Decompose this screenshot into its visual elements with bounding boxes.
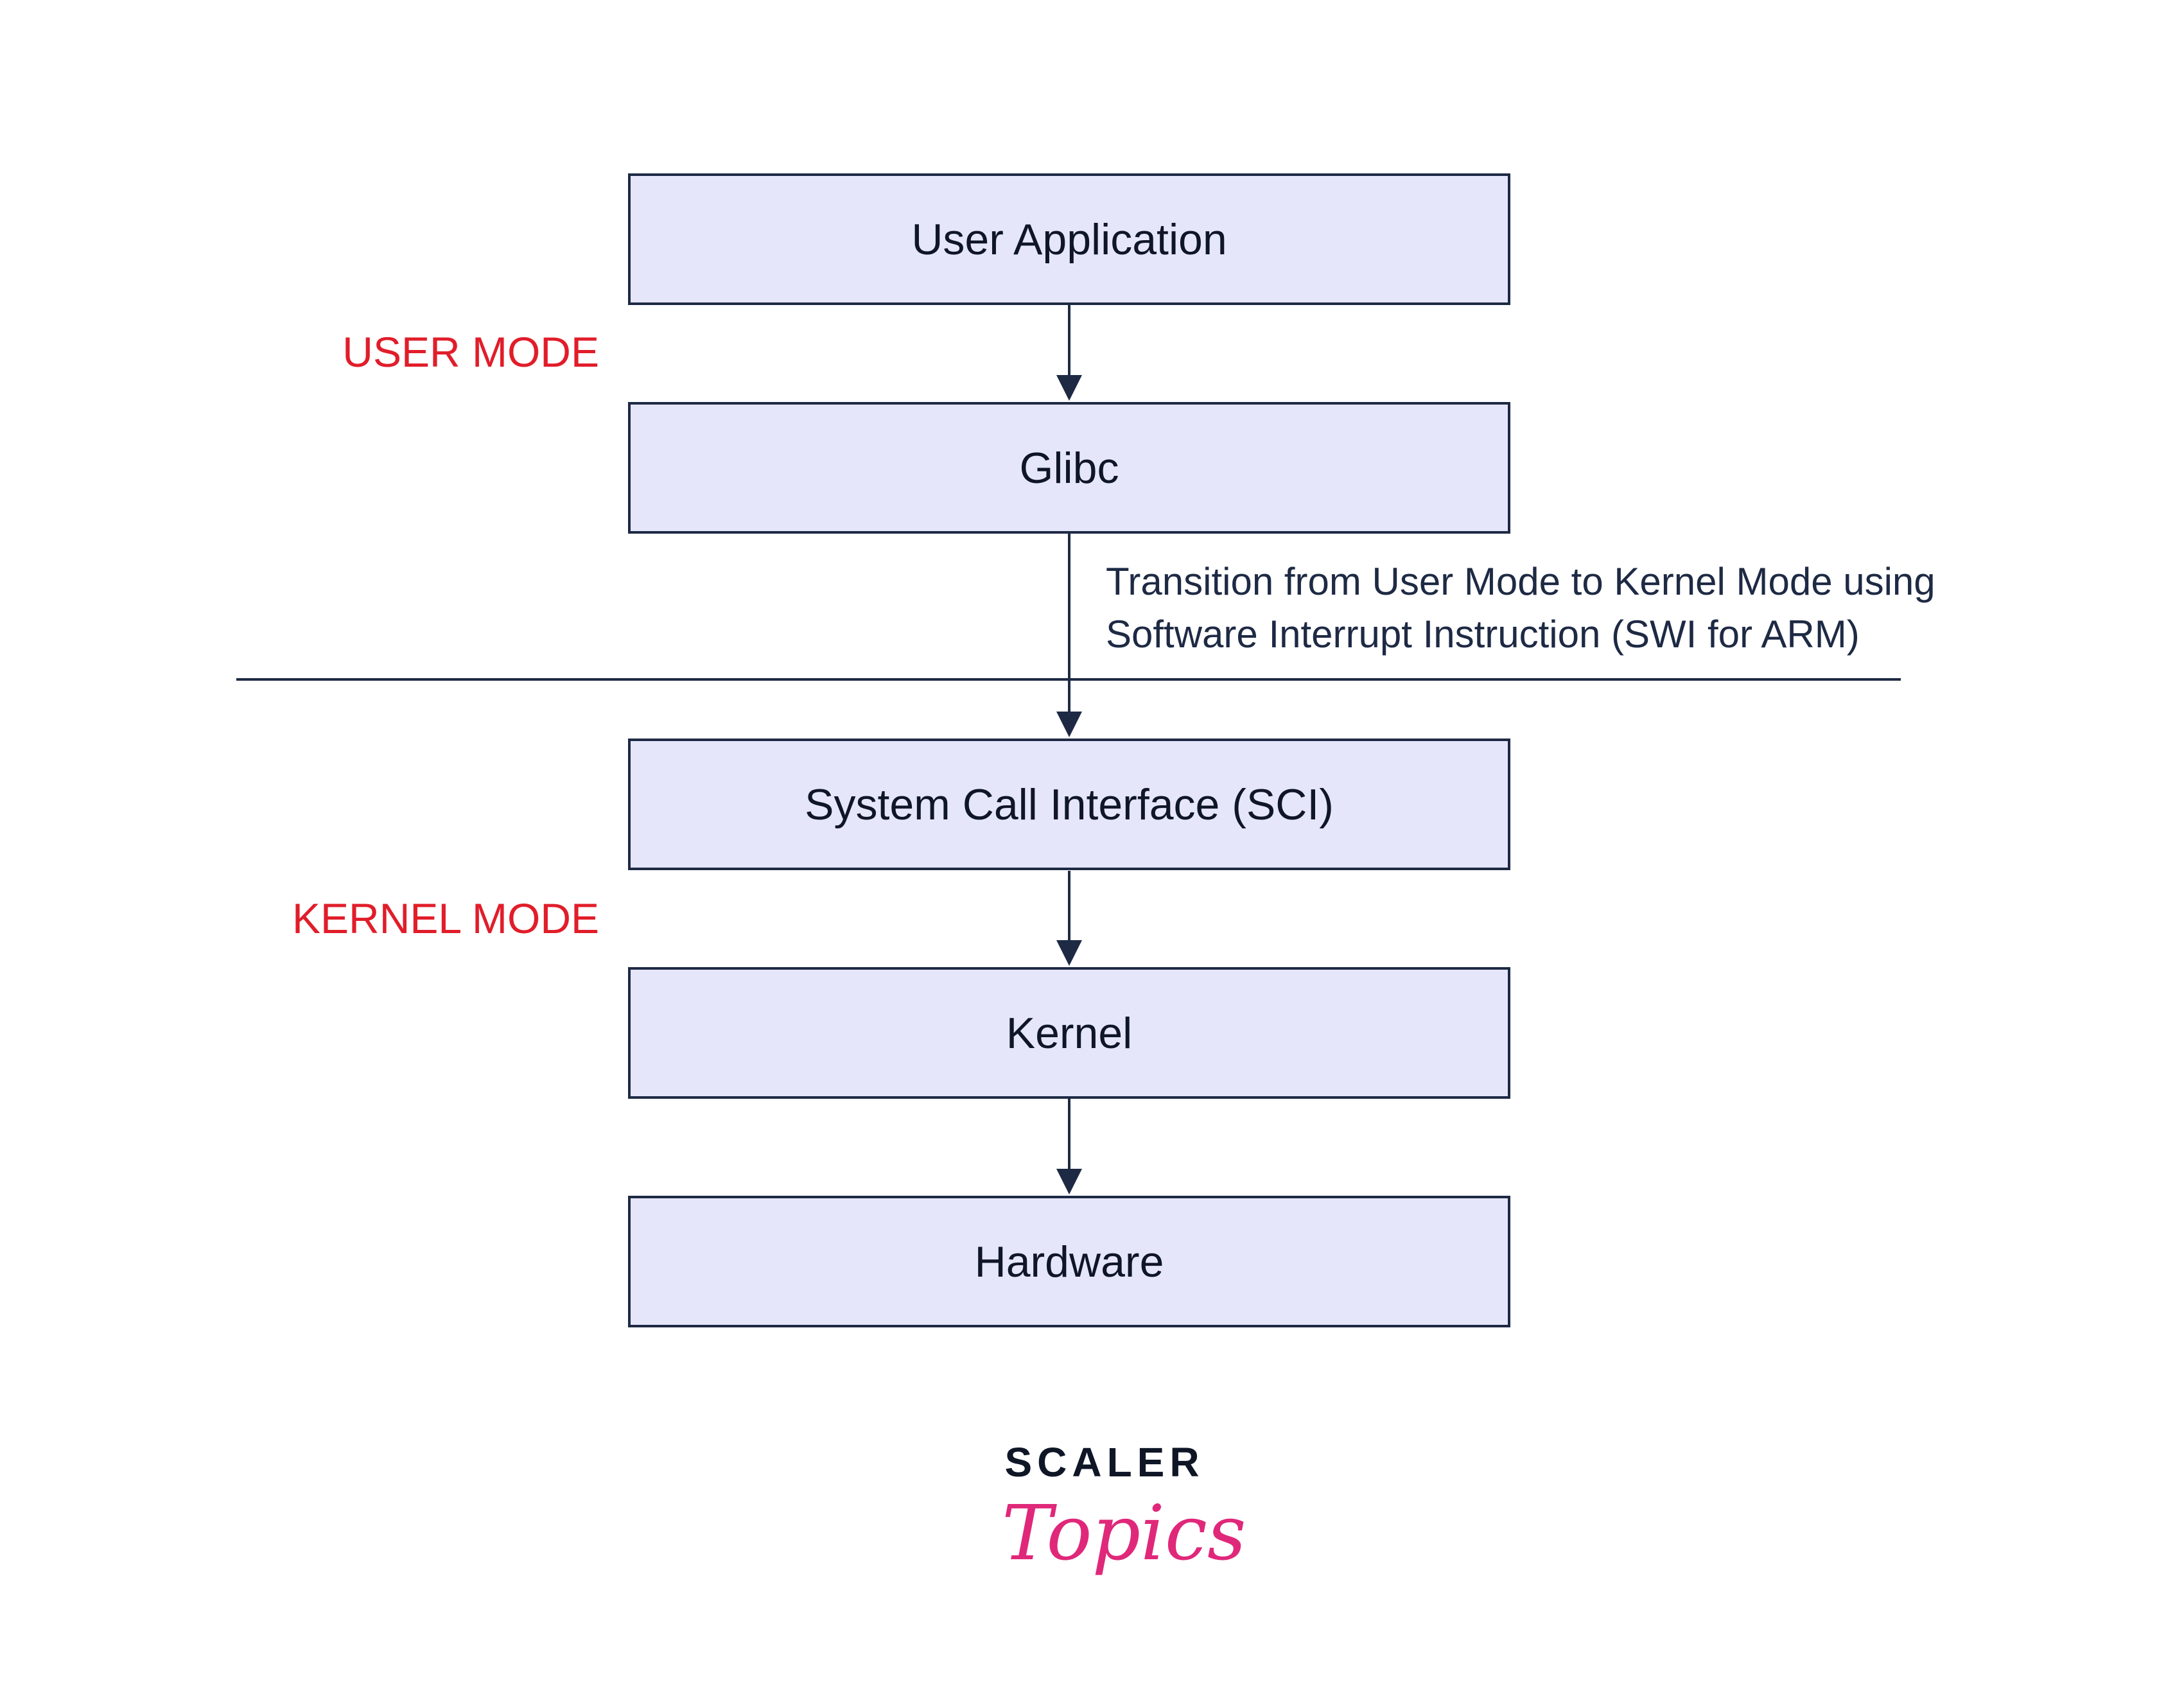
logo-wordmark: SCALER xyxy=(1004,1439,1205,1485)
arrowhead-glibc xyxy=(1056,375,1082,401)
sci-box: System Call Interface (SCI) xyxy=(628,739,1510,870)
user-application-label: User Application xyxy=(911,214,1227,264)
glibc-box: Glibc xyxy=(628,402,1510,534)
transition-note-line-2: Software Interrupt Instruction (SWI for … xyxy=(1106,613,1860,656)
transition-note: Transition from User Mode to Kernel Mode… xyxy=(1106,555,1935,661)
arrowhead-hardware xyxy=(1056,1169,1082,1194)
kernel-label: Kernel xyxy=(1006,1008,1133,1058)
hardware-box: Hardware xyxy=(628,1196,1510,1327)
logo-script: Topics xyxy=(1002,1489,1246,1577)
user-mode-label: USER MODE xyxy=(342,328,599,376)
sci-label: System Call Interface (SCI) xyxy=(805,780,1334,829)
arrowhead-kernel xyxy=(1056,940,1082,966)
user-application-box: User Application xyxy=(628,173,1510,305)
transition-note-line-1: Transition from User Mode to Kernel Mode… xyxy=(1106,560,1935,603)
kernel-mode-label: KERNEL MODE xyxy=(292,895,599,942)
glibc-label: Glibc xyxy=(1019,443,1119,493)
kernel-box: Kernel xyxy=(628,967,1510,1099)
hardware-label: Hardware xyxy=(974,1237,1164,1286)
scaler-topics-logo: SCALER Topics xyxy=(1002,1438,1246,1605)
arrowhead-sci xyxy=(1056,712,1082,737)
